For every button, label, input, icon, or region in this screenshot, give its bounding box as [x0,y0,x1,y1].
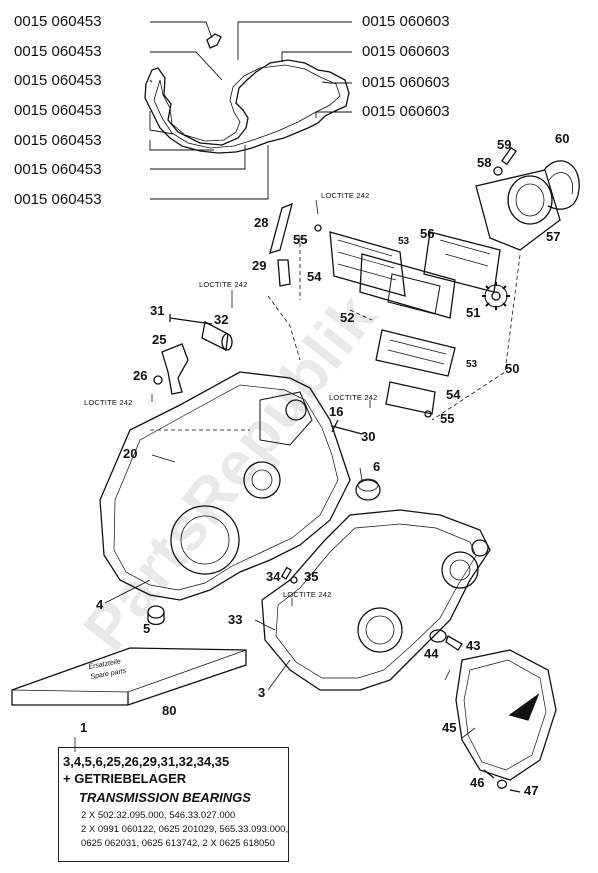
kit-english-title: TRANSMISSION BEARINGS [79,790,251,805]
loctite-label-4: LOCTITE 242 [329,393,378,402]
callout-52: 52 [340,310,355,325]
gasket-label-6: 0015 060453 [14,161,102,178]
gasket-label-r1: 0015 060603 [362,13,450,30]
clutch-cover [455,649,557,781]
callout-50: 50 [505,361,520,376]
callout-32: 32 [214,312,229,327]
reed-petals [359,253,456,319]
crankcase-gasket [144,59,350,154]
gasket-label-4: 0015 060453 [14,102,102,119]
kit-detail-3: 0625 062031, 0625 613742, 2 X 0625 61805… [81,838,275,849]
gasket-label-r3: 0015 060603 [362,74,450,91]
reed-plate-lower [375,329,456,377]
callout-55b: 55 [440,411,455,426]
gasket-clip [206,33,222,49]
callout-54a: 54 [307,269,322,284]
callout-46: 46 [470,775,485,790]
loctite-label-5: LOCTITE 242 [283,590,332,599]
callout-28: 28 [254,215,269,230]
callout-59: 59 [497,137,512,152]
callout-4: 4 [96,597,104,612]
gasket-label-3: 0015 060453 [14,72,102,89]
callout-53b: 53 [466,359,478,370]
gasket-label-r2: 0015 060603 [362,43,450,60]
nipple [277,259,291,287]
kit-detail-1: 2 X 502.32.095.000, 546.33.027.000 [81,810,236,821]
callout-35: 35 [304,569,319,584]
callout-43: 43 [466,638,481,653]
reed-block-upper [329,231,406,297]
callout-58: 58 [477,155,492,170]
callout-26: 26 [133,368,148,383]
gasket-label-1: 0015 060453 [14,13,102,30]
callout-80: 80 [162,703,177,718]
callout-25: 25 [152,332,167,347]
callout-57: 57 [546,229,561,244]
left-crankcase [99,371,351,601]
hose [269,202,293,254]
loctite-label-2: LOCTITE 242 [199,280,248,289]
plug-43 [445,635,463,651]
loctite-label-1: LOCTITE 242 [321,191,370,200]
manual-80 [11,647,247,706]
callout-54b: 54 [446,387,461,402]
callout-33: 33 [228,612,243,627]
callout-5: 5 [143,621,151,636]
callout-60: 60 [555,131,570,146]
intake-flange-57 [475,169,561,251]
right-crankcase [261,509,491,691]
callout-56: 56 [420,226,435,241]
reed-block-54 [385,381,436,415]
gasket-label-5: 0015 060453 [14,132,102,149]
reed-cage-56 [423,231,501,293]
gasket-label-2: 0015 060453 [14,43,102,60]
kit-detail-2: 2 X 0991 060122, 0625 201029, 565.33.093… [81,824,289,835]
hose-clamp-60 [543,160,580,210]
gasket-label-7: 0015 060453 [14,191,102,208]
callout-16: 16 [329,404,344,419]
callout-6: 6 [373,459,381,474]
bolt-30 [331,419,363,435]
callout-1: 1 [80,720,88,735]
callout-29: 29 [252,258,267,273]
callout-47: 47 [524,783,539,798]
bracket-25 [161,343,189,395]
loctite-label-3: LOCTITE 242 [84,398,133,407]
callout-31: 31 [150,303,165,318]
kit-contents-box: 3,4,5,6,25,26,29,31,32,34,35 + GETRIEBEL… [58,747,289,862]
gasket-label-r4: 0015 060603 [362,103,450,120]
callout-3: 3 [258,685,266,700]
callout-20: 20 [123,446,138,461]
callout-30: 30 [361,429,376,444]
callout-45: 45 [442,720,457,735]
callout-51: 51 [466,305,481,320]
callout-55a: 55 [293,232,308,247]
callout-53a: 53 [398,236,410,247]
callout-44: 44 [424,646,439,661]
kit-parts-list: 3,4,5,6,25,26,29,31,32,34,35 [63,754,230,769]
callout-34: 34 [266,569,281,584]
kit-german-title: + GETRIEBELAGER [63,771,187,786]
